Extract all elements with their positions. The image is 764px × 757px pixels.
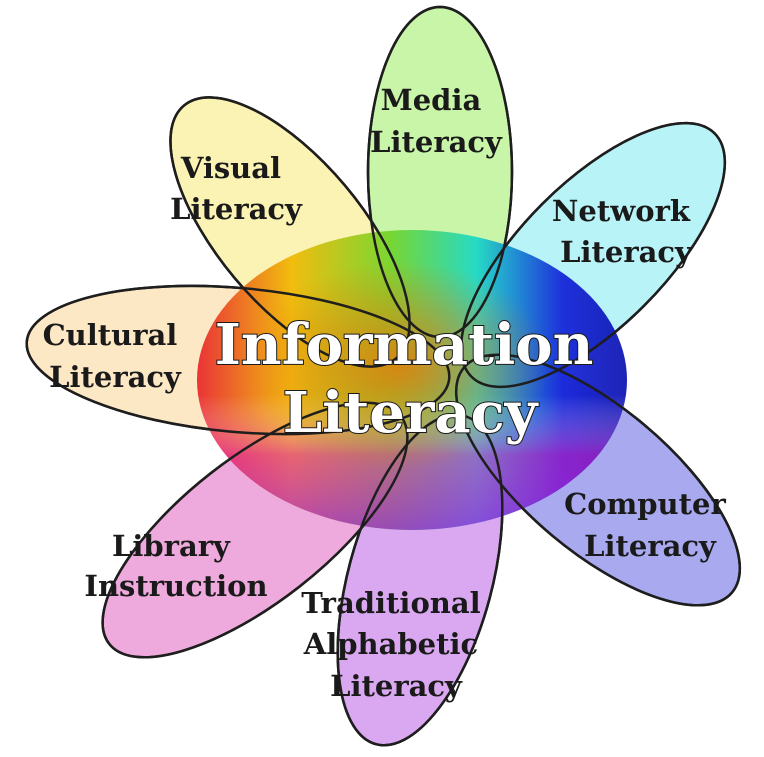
visual-label-line2: Literacy [170,192,303,226]
center-ellipse-group [197,230,627,530]
network-label-line2: Literacy [560,235,693,269]
media-label-line2: Literacy [370,125,503,159]
library-label: Library Instruction [84,529,267,603]
center-title: Information Literacy [214,311,595,447]
center-title-line2: Literacy [283,380,539,446]
computer-label-line2: Literacy [584,529,717,563]
media-label-line1: Media [381,83,482,117]
library-label-line2: Instruction [84,569,267,603]
traditional-label: Traditional Alphabetic Literacy [301,586,491,703]
traditional-label-line1: Traditional [301,586,480,620]
cultural-label-line2: Literacy [49,360,182,394]
petal-labels: Media Literacy Network Literacy Computer… [43,83,736,703]
visual-label: Visual Literacy [170,151,303,226]
visual-label-line1: Visual [180,151,281,185]
cultural-label: Cultural Literacy [43,318,188,394]
cultural-label-line1: Cultural [43,318,178,352]
computer-label: Computer Literacy [564,487,736,563]
computer-label-line1: Computer [564,487,726,521]
traditional-label-line2: Alphabetic [303,627,478,661]
network-label-line1: Network [552,194,691,228]
library-label-line1: Library [112,529,231,563]
media-label: Media Literacy [370,83,503,159]
center-ellipse-glow [197,230,627,530]
center-title-line1: Information [215,312,594,378]
petal-outlines [25,5,742,747]
traditional-label-line3: Literacy [330,669,463,703]
network-label: Network Literacy [552,194,700,269]
